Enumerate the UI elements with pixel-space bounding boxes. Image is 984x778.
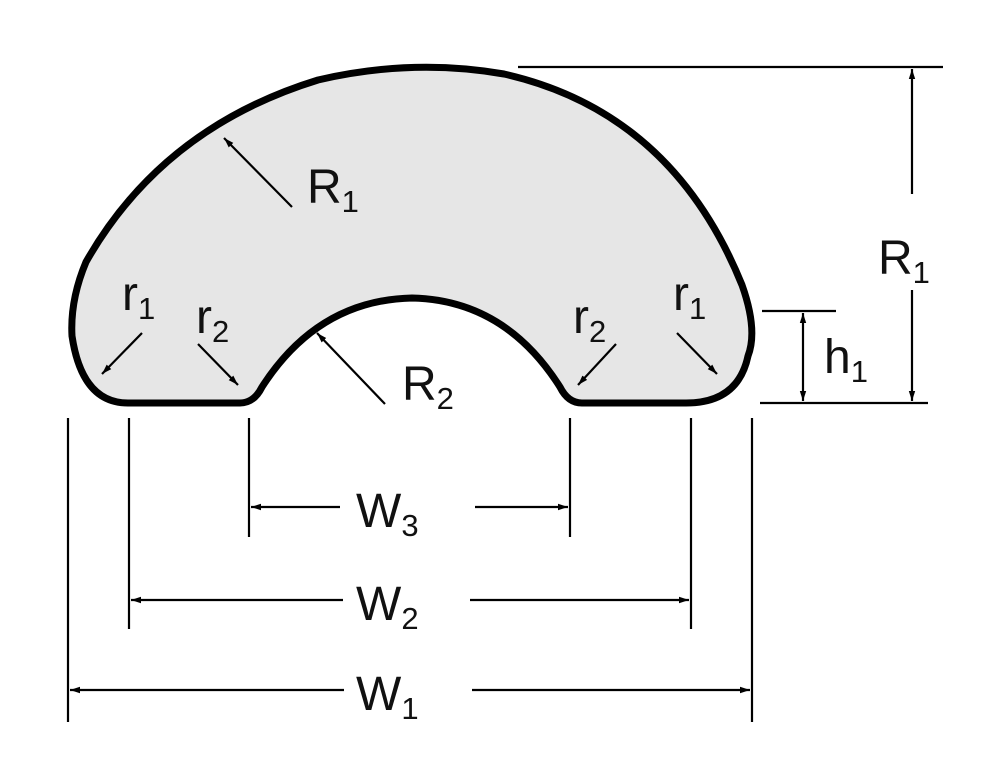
label-r2-left: r2	[196, 291, 229, 349]
r2-left-leader-arrow	[197, 343, 239, 386]
extension-lines	[66, 65, 943, 722]
label-h1: h1	[824, 331, 868, 389]
label-w1: W1	[356, 668, 419, 726]
label-r1-side: R1	[878, 232, 930, 290]
label-r1-right: r1	[673, 268, 706, 326]
r1-right-leader-arrow	[676, 332, 718, 375]
r1-leader-arrow	[223, 137, 293, 208]
r1-left-leader-arrow	[101, 332, 143, 375]
label-w3: W3	[356, 485, 419, 543]
r2-leader-arrow	[316, 332, 386, 405]
label-w2: W2	[356, 578, 419, 636]
profile-shape	[68, 63, 756, 407]
label-r2-right: r2	[573, 291, 606, 349]
r2-right-leader-arrow	[577, 343, 617, 386]
label-r1-left: r1	[122, 268, 155, 326]
label-r1-inner: R1	[307, 161, 359, 219]
dimension-arrows	[70, 69, 916, 694]
label-r2: R2	[402, 358, 454, 416]
